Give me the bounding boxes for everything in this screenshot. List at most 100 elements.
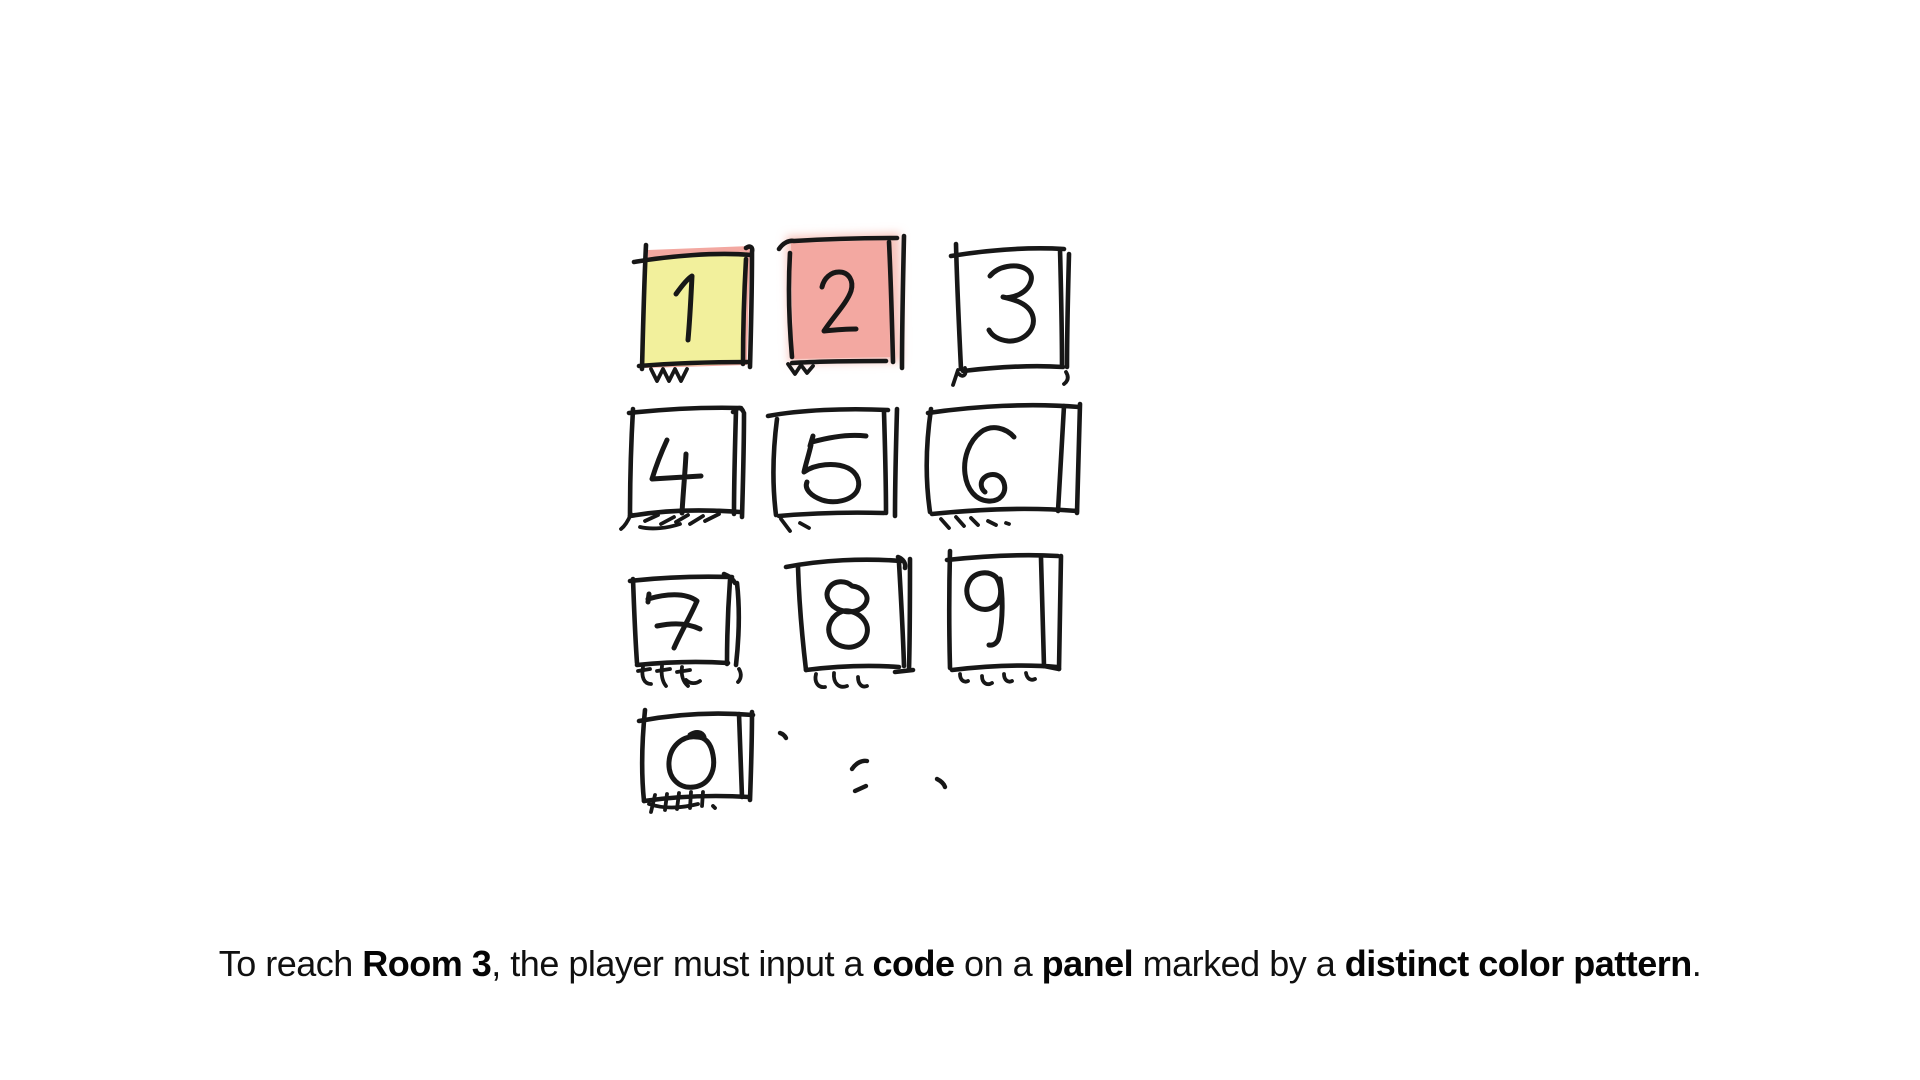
key-border-stroke — [721, 571, 738, 586]
key-border-stroke — [776, 510, 887, 519]
key-border-stroke — [886, 239, 896, 365]
key-border-stroke — [953, 241, 964, 372]
key-border-stroke — [739, 410, 747, 520]
sketch-scribble — [711, 804, 717, 810]
key-border-stroke — [795, 564, 809, 673]
sketch-scribble — [703, 512, 721, 523]
sketch-scribble — [649, 367, 689, 383]
digit-glyph-3 — [986, 263, 1036, 344]
sketch-scribble — [969, 516, 980, 527]
key-border-stroke — [786, 250, 795, 360]
sketch-scribble — [679, 665, 690, 688]
sketch-scribble — [636, 667, 652, 673]
key-border-stroke — [771, 416, 780, 518]
key-border-stroke — [895, 554, 908, 571]
key-border-stroke — [1064, 251, 1072, 370]
digit-glyph-5 — [801, 432, 869, 505]
stray-mark — [934, 776, 948, 790]
caption-text-segment: , the player must input a — [491, 943, 873, 984]
sketch-scribble — [813, 672, 827, 689]
key-border-stroke — [1038, 555, 1047, 669]
sketch-scribble — [655, 667, 672, 673]
key-border-stroke — [639, 707, 648, 804]
key-border-stroke — [946, 548, 953, 671]
sketch-scribble — [954, 515, 966, 528]
key-border-stroke — [1055, 403, 1067, 514]
digit-glyph-0 — [666, 730, 717, 790]
stray-mark — [777, 730, 789, 741]
key-border-stroke — [949, 663, 1060, 673]
keypad-key-7[interactable] — [627, 571, 743, 688]
highlight-fill — [640, 252, 746, 367]
caption-text-segment: on a — [954, 943, 1042, 984]
key-border-stroke — [929, 506, 1080, 517]
key-border-stroke — [925, 402, 1082, 416]
caption-text-segment: . — [1691, 943, 1702, 984]
digit-glyph-2 — [819, 269, 859, 334]
digit-glyph-6 — [962, 425, 1017, 504]
sketch-scribble — [939, 517, 951, 530]
sketch-scribble — [798, 521, 811, 530]
sketch-scribble — [951, 368, 960, 387]
keypad-key-5[interactable] — [765, 406, 900, 533]
sketch-scribble — [643, 513, 660, 523]
key-border-stroke — [627, 574, 735, 584]
keypad-key-9[interactable] — [944, 548, 1064, 687]
sketch-scribble — [659, 664, 668, 688]
caption-bold-segment: Room 3 — [362, 943, 492, 984]
key-border-stroke — [630, 576, 640, 666]
key-border-stroke — [636, 359, 752, 369]
key-border-stroke — [924, 406, 934, 515]
sketch-scribble — [779, 517, 792, 533]
keypad-key-0[interactable] — [636, 707, 756, 814]
key-border-stroke — [639, 242, 649, 372]
sketch-scribble — [647, 802, 700, 810]
key-border-stroke — [944, 552, 1061, 563]
highlight-fill — [791, 240, 890, 359]
key-border-stroke — [881, 409, 889, 516]
digit-glyph-9 — [964, 570, 1005, 648]
key-border-stroke — [948, 246, 1067, 259]
key-border-stroke — [803, 663, 902, 673]
key-border-stroke — [733, 580, 742, 668]
key-border-stroke — [627, 406, 636, 519]
key-border-stroke — [899, 233, 907, 371]
stray-mark — [849, 758, 870, 772]
sketch-scribble — [957, 366, 968, 378]
sketch-scribble — [619, 512, 633, 531]
sketch-scribble — [675, 668, 692, 674]
stray-pen-marks — [777, 730, 948, 794]
key-border-stroke — [731, 407, 739, 517]
key-border-stroke — [1056, 553, 1064, 672]
keypad-key-6[interactable] — [924, 401, 1083, 530]
caption-bold-segment: panel — [1041, 943, 1134, 984]
stray-mark — [852, 783, 869, 794]
key-border-stroke — [740, 256, 749, 367]
sketch-scribble — [700, 790, 705, 808]
instruction-text: To reach Room 3, the player must input a… — [0, 941, 1920, 986]
keypad-key-4[interactable] — [619, 405, 747, 531]
keypad-key-1[interactable] — [631, 242, 755, 383]
digit-glyph-7 — [645, 591, 703, 651]
keypad-key-2[interactable] — [776, 233, 907, 376]
key-border-stroke — [892, 667, 916, 675]
sketch-scribble — [1024, 671, 1037, 682]
sketch-scribble — [688, 514, 705, 526]
key-border-stroke — [896, 560, 907, 669]
key-border-stroke — [1074, 401, 1083, 516]
keypad-key-8[interactable] — [783, 554, 916, 689]
key-border-stroke — [743, 244, 755, 370]
caption-bold-segment: code — [872, 943, 956, 984]
digit-glyph-1 — [673, 273, 695, 343]
sketch-scribble — [684, 678, 702, 686]
key-border-stroke — [747, 709, 755, 803]
sketch-scribble — [674, 513, 690, 524]
key-border-stroke — [906, 556, 913, 673]
key-border-stroke — [789, 358, 889, 366]
sketch-scribble — [786, 362, 815, 376]
sketch-scribble — [736, 667, 743, 684]
sketch-scribble — [980, 674, 994, 687]
key-border-stroke — [765, 406, 891, 419]
keypad-key-3[interactable] — [948, 241, 1072, 387]
